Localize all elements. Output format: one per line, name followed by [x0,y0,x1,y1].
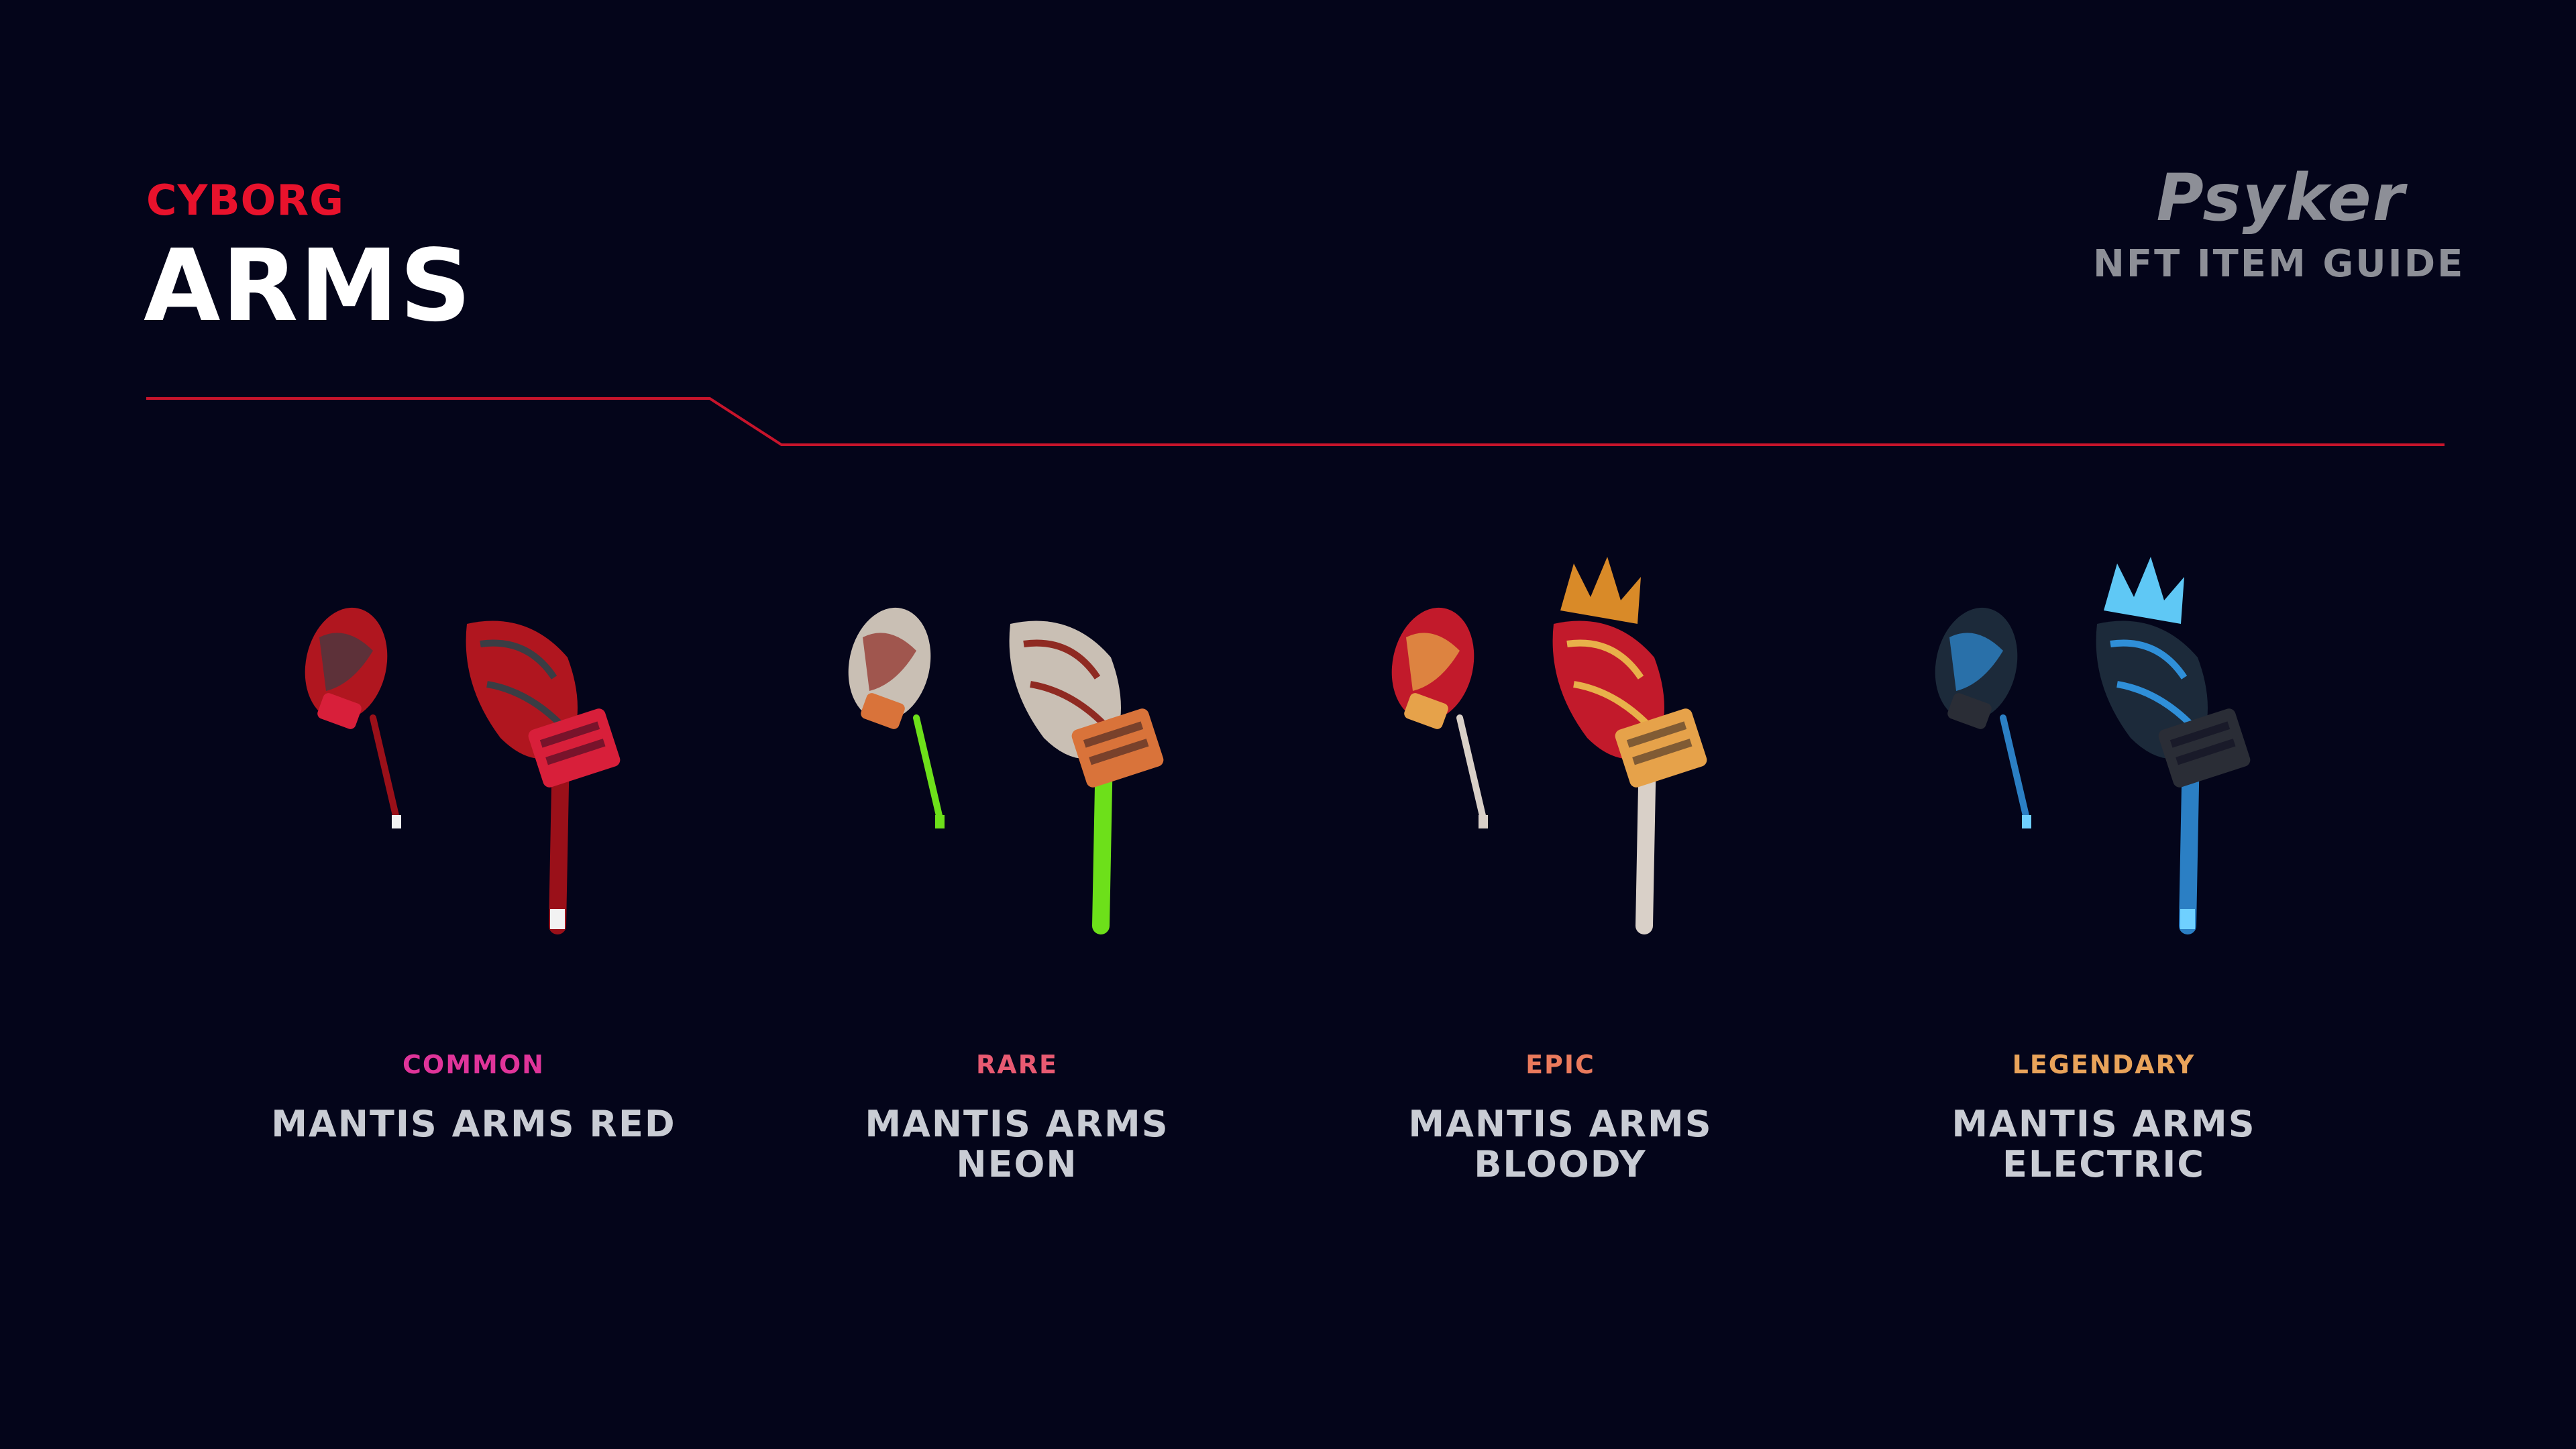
item-name: MANTIS ARMS BLOODY [1408,1103,1713,1185]
header-category: CYBORG [146,176,344,225]
main-arm-housing [528,708,621,788]
main-arm-detail [480,639,564,727]
mantis-arms-icon [1935,557,2251,934]
main-arm-housing [1071,708,1164,788]
item-rarity: LEGENDARY [2012,1050,2196,1079]
brand-block: Psyker NFT ITEM GUIDE [2093,161,2465,286]
item-card[interactable]: RARE MANTIS ARMS NEON [782,550,1252,1221]
main-arm-vent [1083,721,1144,748]
page-title: ARMS [144,228,473,343]
main-arm-tip [1637,909,1652,929]
arm-crest [2104,557,2184,624]
item-rarity: RARE [976,1050,1058,1079]
mantis-arms-icon [848,607,1164,934]
rear-arm-joint [861,693,905,729]
main-arm-vent [1626,721,1687,748]
rear-arm-cable [370,714,400,822]
main-arm-vent [2176,739,2236,765]
main-arm-tip [550,909,565,929]
rear-arm-detail [1406,633,1460,691]
rear-arm-cable [1456,714,1487,822]
main-arm-tip [1093,909,1108,929]
rear-arm-detail [319,633,373,691]
main-arm-detail [1023,639,1107,727]
item-card[interactable]: EPIC MANTIS ARMS BLOODY [1326,550,1795,1221]
rear-arm-cable [2000,714,2030,822]
main-arm-tip [2180,909,2195,929]
main-arm-detail [2110,639,2194,727]
main-arm-housing [2158,708,2251,788]
psyker-logo: Psyker [2156,161,2408,235]
rear-arm-tip [2022,815,2031,828]
mantis-arms-icon [305,607,621,934]
rear-arm-tip [392,815,401,828]
mantis-arms-icon [1391,557,1707,934]
item-rarity: COMMON [402,1050,545,1079]
rear-arm-detail [1949,633,2003,691]
main-arm-vent [1089,739,1149,765]
main-arm-vent [545,739,606,765]
item-name: MANTIS ARMS RED [271,1103,676,1145]
main-arm-vent [1632,739,1693,765]
main-arm-vent [539,721,600,748]
main-arm-detail [1566,639,1650,727]
rear-arm-tip [935,815,945,828]
rear-arm-cable [913,714,943,822]
item-name: MANTIS ARMS ELECTRIC [1951,1103,2256,1185]
main-arm-housing [1615,708,1707,788]
item-card[interactable]: COMMON MANTIS ARMS RED [239,550,708,1221]
psyker-logo-text: Psyker [2156,161,2408,235]
item-name: MANTIS ARMS NEON [865,1103,1169,1185]
rear-arm-joint [317,693,362,729]
item-gallery: COMMON MANTIS ARMS RED RARE MANTIS ARMS … [0,550,2576,1221]
brand-subtitle: NFT ITEM GUIDE [2093,242,2465,286]
item-rarity: EPIC [1525,1050,1595,1079]
rear-arm-tip [1479,815,1488,828]
rear-arm-joint [1404,693,1448,729]
item-card[interactable]: LEGENDARY MANTIS ARMS ELECTRIC [1869,550,2339,1221]
main-arm-vent [2169,721,2231,748]
rear-arm-joint [1947,693,1992,729]
rear-arm-detail [863,633,916,691]
arm-crest [1560,557,1641,624]
